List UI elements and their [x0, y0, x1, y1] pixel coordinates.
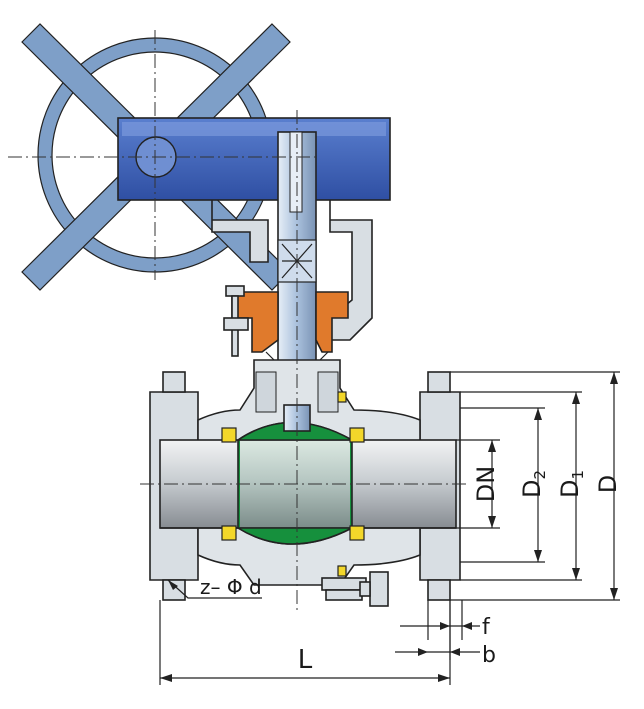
gland	[223, 285, 349, 377]
label-d2: D2	[518, 470, 549, 498]
label-b: b	[482, 643, 496, 668]
label-dn: DN	[472, 466, 500, 502]
gland-bolt	[223, 285, 249, 357]
seats	[221, 391, 365, 577]
ball	[235, 404, 356, 545]
label-bolt-holes: z– Φ d	[200, 575, 262, 599]
bottom-bolt	[321, 571, 389, 607]
label-l: L	[298, 645, 313, 675]
label-f: f	[482, 615, 491, 640]
label-d: D	[594, 475, 622, 493]
dimension-lines	[159, 371, 620, 685]
seat-lower-right	[349, 525, 365, 541]
seat-lower-left	[221, 525, 237, 541]
centerlines	[8, 30, 470, 612]
seat-upper-left	[221, 427, 237, 443]
label-d1: D1	[556, 470, 587, 498]
seat-upper-right	[349, 427, 365, 443]
